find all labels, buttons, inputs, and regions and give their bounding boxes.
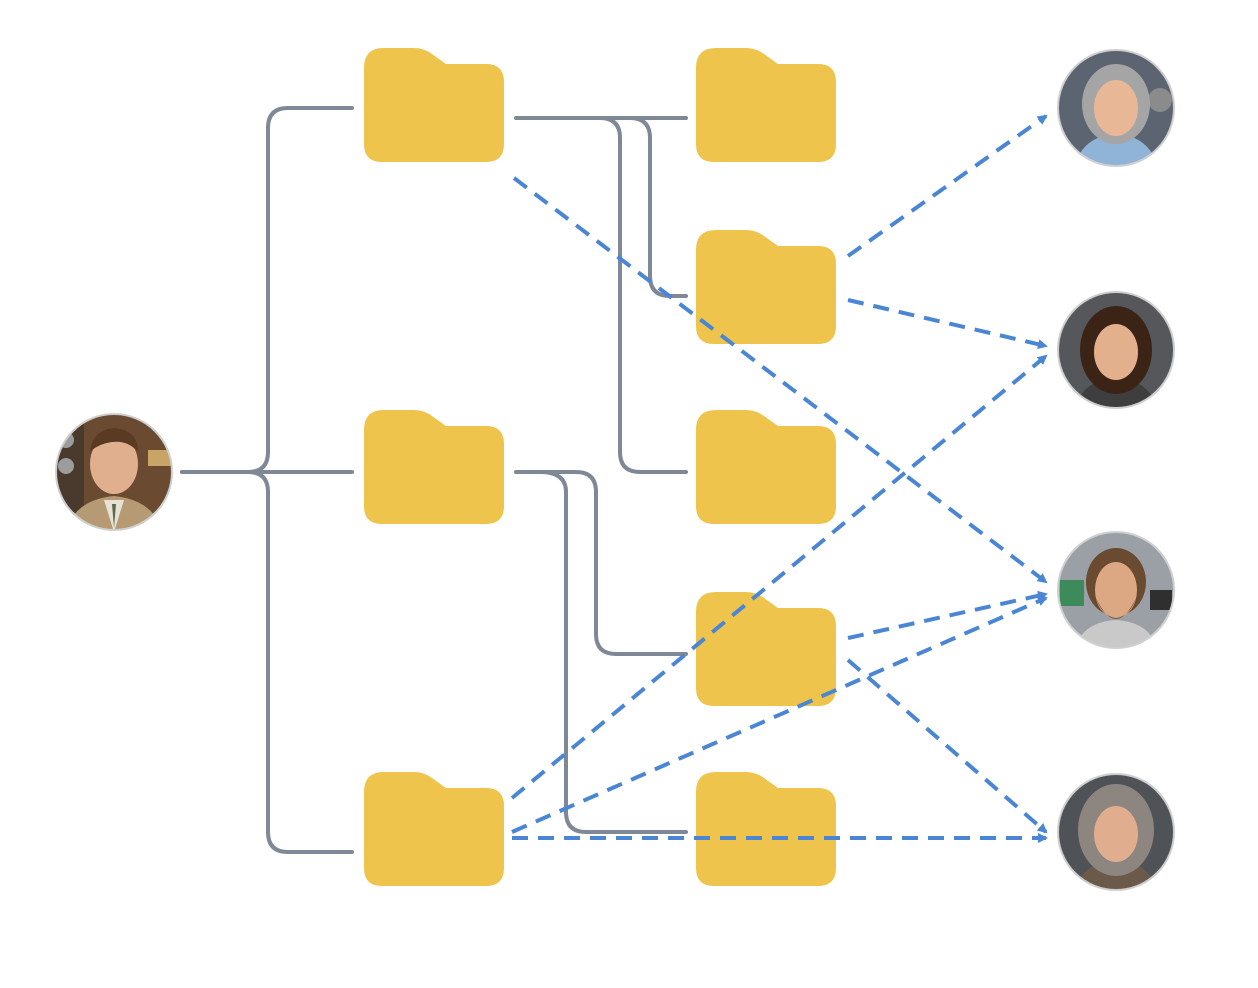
folder-icon[interactable]	[696, 410, 836, 524]
user-avatar-3[interactable]	[1056, 530, 1176, 650]
folders	[364, 48, 836, 886]
user-avatar-1[interactable]	[1056, 48, 1176, 168]
user-avatar-4[interactable]	[1056, 772, 1176, 892]
tree-line-f2-f7	[514, 470, 688, 656]
folder-icon[interactable]	[696, 592, 836, 706]
tree-line-f1-f6	[598, 116, 688, 474]
share-arrows	[510, 114, 1048, 843]
share-arrow-f3-u2	[510, 354, 1048, 800]
share-arrow-f7-u4	[846, 658, 1048, 834]
share-arrow-f1-u3	[512, 176, 1048, 584]
user-avatar-2[interactable]	[1056, 290, 1176, 410]
tree-line-owner-f3	[246, 470, 354, 854]
hierarchy-lines	[180, 106, 688, 854]
share-arrow-f5-u1	[846, 114, 1048, 258]
folder-icon[interactable]	[696, 230, 836, 344]
folder-icon[interactable]	[364, 410, 504, 524]
share-arrow-f5-u2	[847, 298, 1048, 350]
folder-icon[interactable]	[696, 48, 836, 162]
tree-line-owner-f1	[180, 106, 354, 474]
share-arrow-f7-u3	[847, 590, 1048, 640]
folder-icon[interactable]	[364, 48, 504, 162]
tree-line-f2-f8	[538, 470, 688, 834]
share-arrow-f3-u3	[511, 596, 1048, 834]
tree-line-f1-f5	[628, 116, 688, 298]
folder-icon[interactable]	[696, 772, 836, 886]
folder-icon[interactable]	[364, 772, 504, 886]
owner-avatar[interactable]	[54, 412, 174, 532]
